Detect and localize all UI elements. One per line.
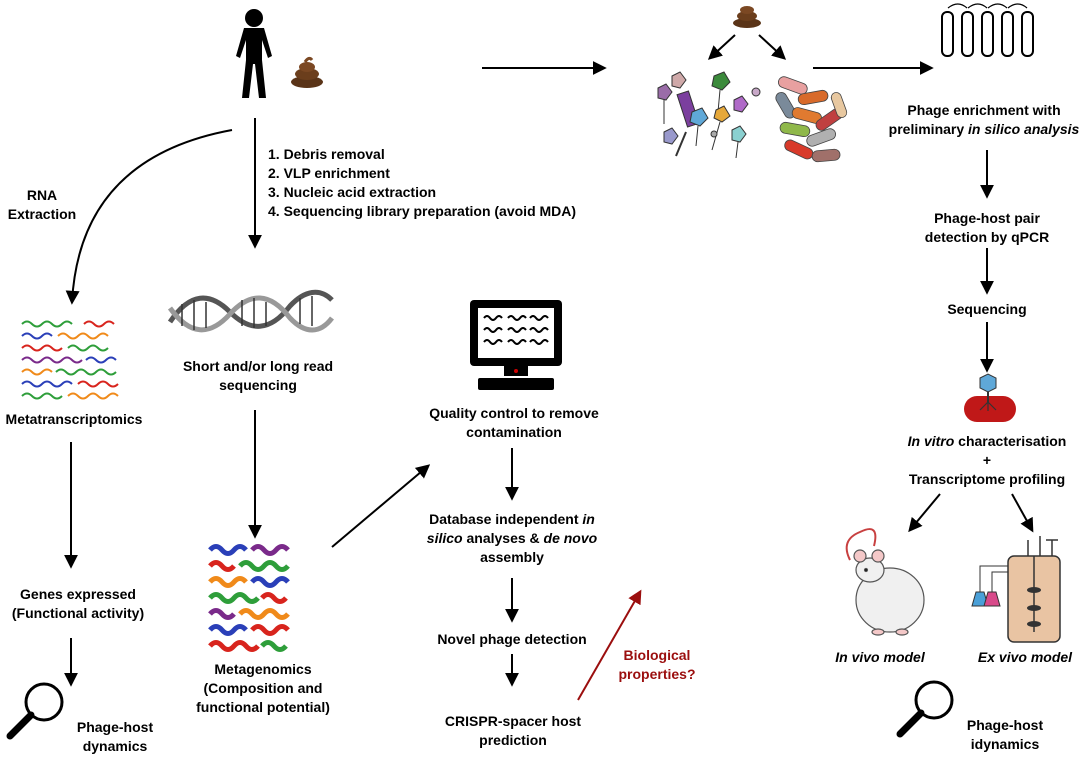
flow-arrows (64, 34, 1034, 687)
metagenomics-reads-icon (208, 544, 290, 652)
arrow-stool-to-phages (707, 34, 736, 60)
metatranscriptomics-reads-icon (21, 320, 119, 400)
ex-vivo-model-label: Ex vivo model (977, 649, 1073, 665)
magnifying-glass-icon (896, 680, 954, 738)
arrow-rna-extraction (65, 129, 233, 305)
arrow-to-invivo (908, 493, 941, 533)
step-1: 1. Debris removal (268, 146, 385, 162)
magnifying-glass-icon (6, 682, 64, 740)
bacteria-cluster-icon (775, 76, 848, 163)
in-vitro-label: In vitro characterisation + Transcriptom… (907, 433, 1067, 487)
rna-extraction-label: RNA Extraction (7, 187, 77, 222)
phage-host-dynamics-left-label: Phage-host dynamics (76, 719, 154, 754)
biological-properties-label: Biological properties? (618, 647, 696, 682)
phage-host-dynamics-right-label: Phage-host idynamics (966, 717, 1044, 752)
database-independent-label: Database independent in silico analyses … (426, 511, 598, 565)
crispr-spacer-label: CRISPR-spacer host prediction (444, 713, 582, 748)
metatranscriptomics-label: Metatranscriptomics (5, 411, 143, 427)
phage-enrichment-label: Phage enrichment with preliminary in sil… (888, 102, 1080, 137)
metagenomics-label: Metagenomics (Composition and functional… (196, 661, 330, 715)
arrow-to-exvivo (1011, 493, 1034, 533)
test-tubes-icon (941, 3, 1034, 57)
phage-infection-icon (964, 373, 1016, 422)
bioreactor-icon (971, 536, 1061, 643)
arrow-stool-to-bacteria (758, 34, 787, 60)
mouse-icon (845, 528, 925, 636)
dna-helix-icon (167, 289, 334, 333)
phage-host-pair-label: Phage-host pair detection by qPCR (924, 210, 1050, 245)
quality-control-label: Quality control to remove contamination (429, 405, 599, 440)
sequencing-right-label: Sequencing (947, 301, 1027, 317)
phage-cluster-icon (657, 71, 761, 159)
step-2: 2. VLP enrichment (268, 165, 390, 181)
in-vivo-model-label: In vivo model (835, 649, 925, 665)
human-silhouette-icon (236, 9, 272, 98)
biological-properties-arrow (577, 589, 642, 701)
step-4: 4. Sequencing library preparation (avoid… (268, 203, 577, 219)
stool-icon (733, 6, 761, 28)
novel-phage-detection-label: Novel phage detection (437, 631, 587, 647)
sequencing-method-label: Short and/or long read sequencing (182, 358, 334, 393)
genes-expressed-label: Genes expressed (Functional activity) (11, 586, 145, 621)
step-3: 3. Nucleic acid extraction (268, 184, 437, 200)
stool-icon (291, 56, 323, 88)
arrow-to-quality-control (331, 464, 431, 548)
processing-steps: 1. Debris removal 2. VLP enrichment 3. N… (268, 145, 576, 221)
computer-icon (470, 300, 562, 390)
